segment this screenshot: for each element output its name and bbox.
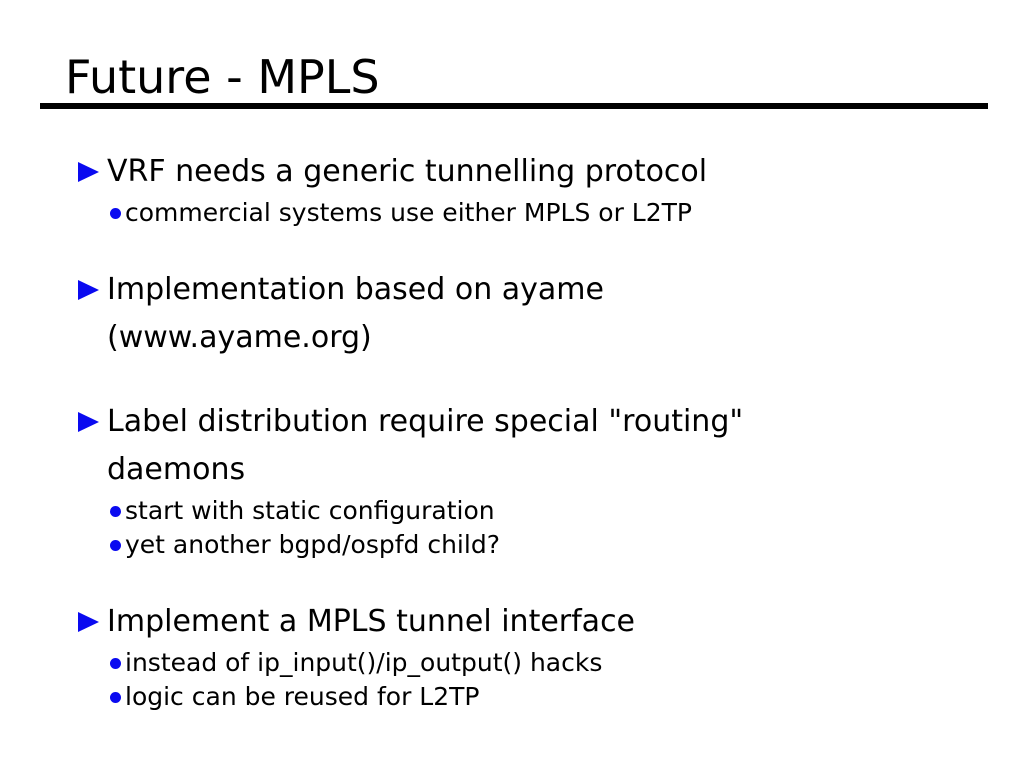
sub-marker-cell	[110, 207, 125, 219]
sub-bullet-line: logic can be reused for L2TP	[0, 680, 1024, 714]
sub-bullet-text: instead of ip_input()/ip_output() hacks	[125, 648, 603, 677]
bullet-line: Implement a MPLS tunnel interface	[0, 598, 1024, 646]
bullet-line: daemons	[0, 446, 1024, 494]
triangle-bullet-icon	[78, 162, 99, 182]
bullet-line: VRF needs a generic tunnelling protocol	[0, 148, 1024, 196]
marker-cell	[78, 612, 107, 632]
bullet-text: Implementation based on ayame	[107, 272, 604, 307]
dot-bullet-icon	[110, 539, 121, 551]
bullet-text: (www.ayame.org)	[107, 320, 372, 355]
bullet-group: VRF needs a generic tunnelling protocol c…	[0, 148, 1024, 230]
sub-marker-cell	[110, 539, 125, 551]
bullet-text: Label distribution require special "rout…	[107, 404, 744, 439]
sub-bullet-text: commercial systems use either MPLS or L2…	[125, 198, 692, 227]
sub-bullet-line: yet another bgpd/ospfd child?	[0, 528, 1024, 562]
dot-bullet-icon	[110, 505, 121, 517]
sub-marker-cell	[110, 505, 125, 517]
bullet-group: Implementation based on ayame (www.ayame.…	[0, 266, 1024, 362]
sub-bullet-text: logic can be reused for L2TP	[125, 682, 480, 711]
sub-bullet-line: instead of ip_input()/ip_output() hacks	[0, 646, 1024, 680]
triangle-bullet-icon	[78, 612, 99, 632]
bullet-text: Implement a MPLS tunnel interface	[107, 604, 636, 639]
sub-marker-cell	[110, 691, 125, 703]
bullet-text: daemons	[107, 452, 246, 487]
sub-bullet-text: start with static configuration	[125, 496, 495, 525]
sub-bullet-line: commercial systems use either MPLS or L2…	[0, 196, 1024, 230]
sub-bullet-line: start with static configuration	[0, 494, 1024, 528]
bullet-text: VRF needs a generic tunnelling protocol	[107, 154, 708, 189]
marker-cell	[78, 280, 107, 300]
dot-bullet-icon	[110, 657, 121, 669]
triangle-bullet-icon	[78, 412, 99, 432]
sub-marker-cell	[110, 657, 125, 669]
bullet-list: VRF needs a generic tunnelling protocol c…	[0, 148, 1024, 750]
slide-title: Future - MPLS	[65, 50, 380, 104]
bullet-line: Implementation based on ayame	[0, 266, 1024, 314]
bullet-line: Label distribution require special "rout…	[0, 398, 1024, 446]
dot-bullet-icon	[110, 207, 121, 219]
bullet-group: Label distribution require special "rout…	[0, 398, 1024, 562]
sub-bullet-text: yet another bgpd/ospfd child?	[125, 530, 500, 559]
dot-bullet-icon	[110, 691, 121, 703]
marker-cell	[78, 412, 107, 432]
title-underline	[40, 103, 988, 109]
triangle-bullet-icon	[78, 280, 99, 300]
bullet-line: (www.ayame.org)	[0, 314, 1024, 362]
marker-cell	[78, 162, 107, 182]
bullet-group: Implement a MPLS tunnel interface instead…	[0, 598, 1024, 714]
